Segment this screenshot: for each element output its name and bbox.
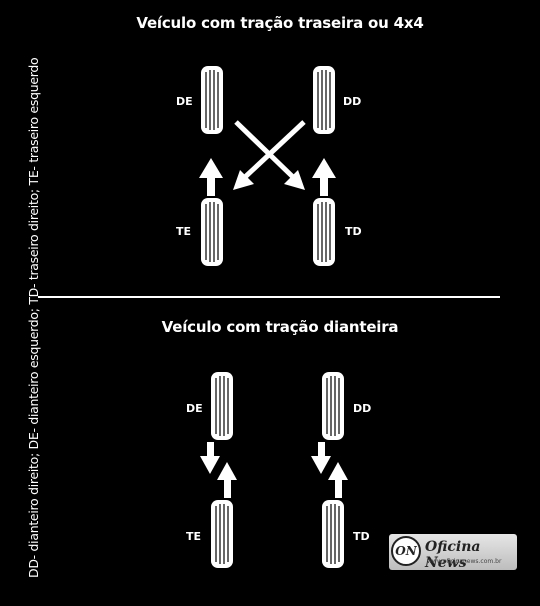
tire-front-left-bottom (210, 371, 234, 441)
label-front-right-bottom: DD (353, 402, 372, 415)
tire-rear-right-bottom (321, 499, 345, 569)
label-front-left-bottom: DE (186, 402, 203, 415)
top-diagram-title: Veículo com tração traseira ou 4x4 (136, 14, 424, 32)
label-front-right-top: DD (343, 95, 362, 108)
tire-rear-left-top (200, 197, 224, 267)
arrow-down-left-bottom (200, 442, 220, 474)
tire-rear-right-top (312, 197, 336, 267)
logo-name: Oficina News (425, 539, 481, 571)
arrow-cross-to-rear-left (233, 120, 306, 190)
arrow-down-right-bottom (311, 442, 331, 474)
label-front-left-top: DE (176, 95, 193, 108)
label-rear-right-top: TD (345, 225, 362, 238)
tire-front-left-top (200, 65, 224, 135)
arrow-cross-to-rear-right (234, 120, 305, 190)
bottom-diagram-title: Veículo com tração dianteira (161, 318, 399, 336)
label-rear-left-top: TE (176, 225, 192, 238)
logo-url: www.oficinanews.com.br (427, 558, 502, 565)
oficina-news-logo: ON Oficina News www.oficinanews.com.br (389, 534, 517, 571)
arrow-up-right-bottom (328, 462, 348, 498)
arrow-up-left-top (199, 158, 223, 196)
tire-rear-left-bottom (210, 499, 234, 569)
tire-front-right-bottom (321, 371, 345, 441)
logo-badge-icon: ON (391, 536, 421, 566)
label-rear-left-bottom: TE (186, 530, 202, 543)
arrow-up-left-bottom (217, 462, 237, 498)
section-divider (38, 296, 500, 298)
arrow-up-right-top (312, 158, 336, 196)
tire-front-right-top (312, 65, 336, 135)
label-rear-right-bottom: TD (353, 530, 370, 543)
